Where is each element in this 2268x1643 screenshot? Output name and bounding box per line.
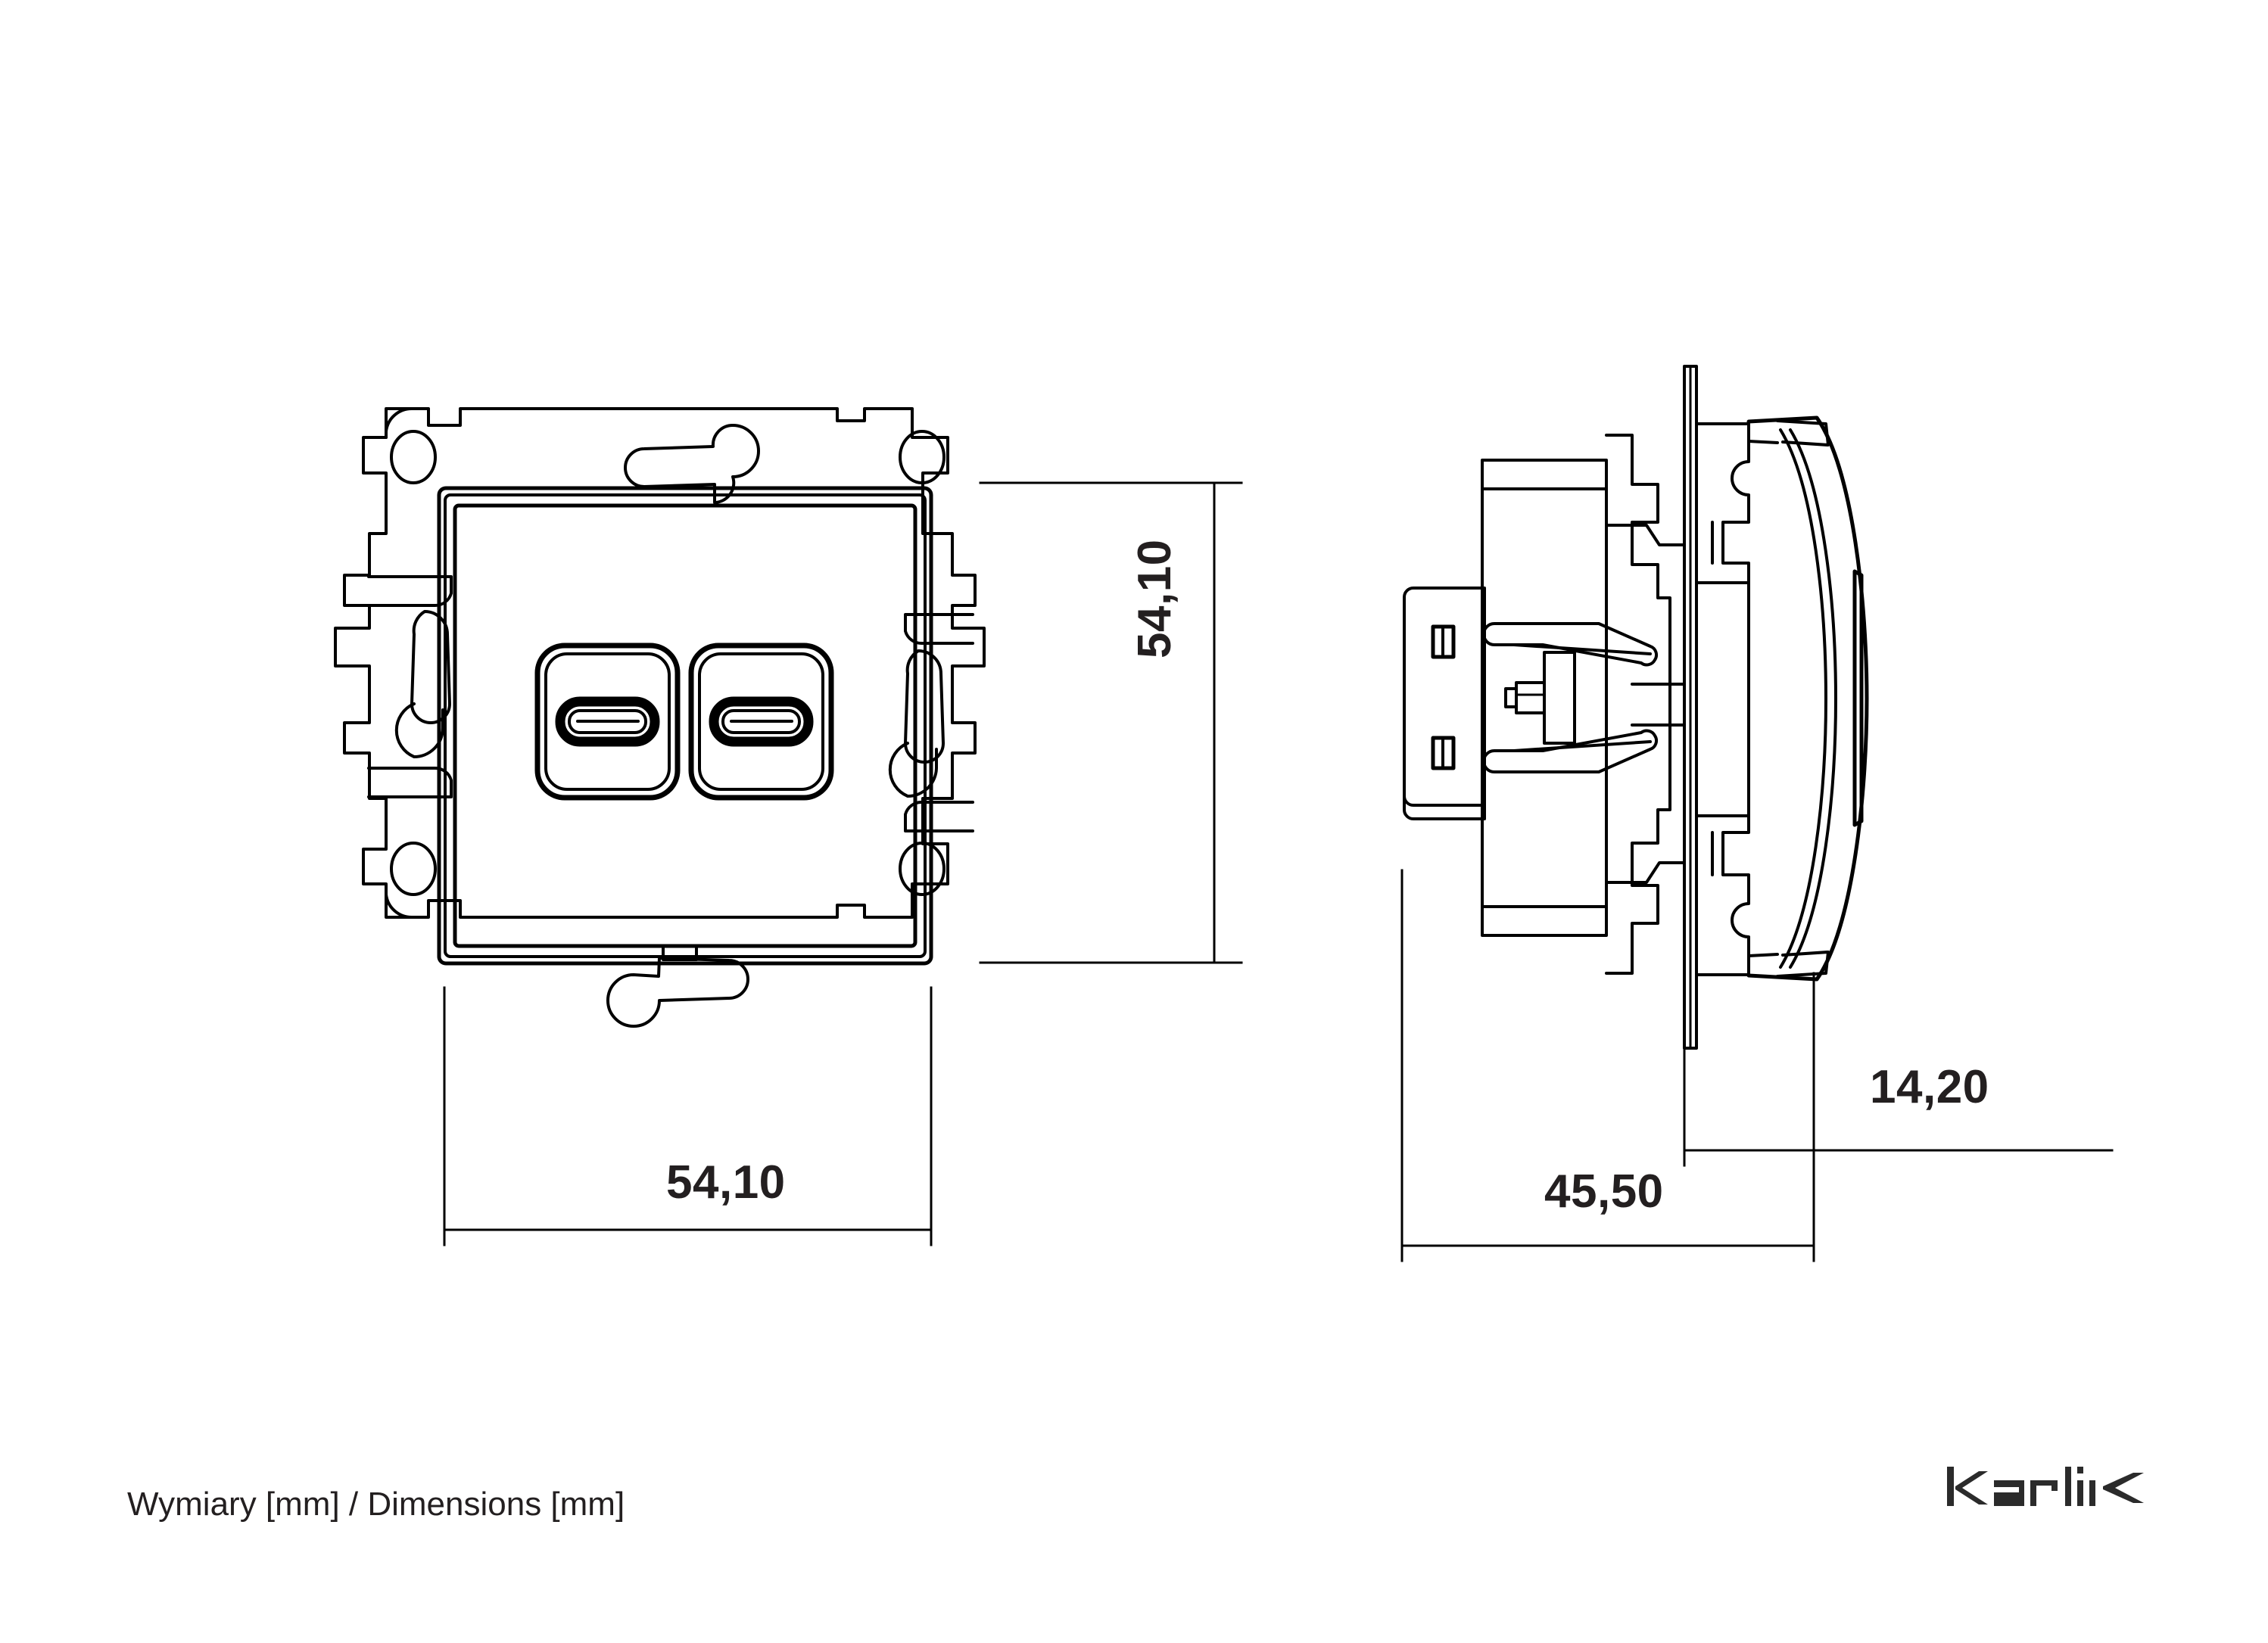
keyhole-slot-top (624, 423, 760, 504)
front-cover-profile (1746, 415, 1869, 982)
yoke-profile-side (1605, 434, 1671, 975)
cover-plate-nib (662, 944, 698, 961)
mounting-hole-bottom-right (899, 842, 946, 896)
front-cover-inner-curve-1 (1779, 428, 1827, 969)
karlik-brand-logo (1947, 1467, 2144, 1506)
usb-c-port-right (688, 643, 834, 801)
dimension-lines (443, 481, 2114, 1262)
cover-plate-outer (437, 486, 933, 966)
dimension-label-width: 54,10 (666, 1156, 786, 1209)
usb-c-right-housing-outer (688, 643, 834, 801)
usb-c-right-slot-outer (709, 696, 814, 747)
usb-c-right-slot-inner (721, 709, 801, 734)
yoke-profile-nose-lower (1605, 861, 1686, 884)
cover-plate-inner (453, 503, 917, 948)
front-cover-side-groove (1852, 569, 1864, 827)
terminal-block-rear-edge (1403, 795, 1486, 820)
usb-c-left-slot-outer (555, 696, 660, 747)
dimension-label-front-protrusion: 14,20 (1870, 1061, 1989, 1113)
claw-spring-upper (1482, 622, 1658, 667)
mounting-hole-top-right (899, 430, 946, 484)
usb-c-left-housing-outer (534, 643, 681, 801)
front-cover-lip-bottom (1776, 951, 1830, 978)
yoke-corner-top-left (385, 406, 413, 439)
claw-upper-detail (1513, 643, 1652, 655)
adjust-screw-tip (1504, 687, 1518, 708)
usb-c-left-slot-inner (568, 709, 647, 734)
front-cover-lip-top (1776, 419, 1830, 447)
yoke-profile-nose-upper (1605, 524, 1686, 546)
footer-units-note: Wymiary [mm] / Dimensions [mm] (127, 1486, 625, 1523)
side-view (1403, 365, 1869, 1050)
front-cover-edge-top (1747, 440, 1779, 444)
dimension-label-height: 54,10 (1129, 539, 1181, 658)
claw-spring-lower (1482, 729, 1658, 773)
front-view (334, 406, 986, 1028)
mounting-frame-outline (334, 407, 986, 919)
yoke-corner-bottom-left (385, 887, 413, 920)
yoke-tab-right-upper (904, 613, 974, 645)
dimension-label-depth: 45,50 (1544, 1165, 1664, 1218)
usb-c-left-housing-inner (544, 652, 671, 791)
cover-plate-mid (444, 493, 927, 958)
front-cover-inner-curve-2 (1789, 428, 1837, 969)
usb-c-port-left (534, 643, 681, 801)
support-frame-side (1695, 422, 1750, 976)
mechanism-body (1481, 459, 1608, 937)
claw-lower-detail (1513, 740, 1652, 752)
mounting-plate-profile (1683, 365, 1698, 1050)
mounting-hole-top-left (390, 430, 437, 484)
yoke-tab-right-lower (904, 801, 974, 832)
front-cover-edge-bottom (1747, 953, 1779, 957)
mounting-hole-bottom-left (390, 842, 437, 896)
keyhole-slot-bottom (606, 957, 749, 1028)
usb-c-right-housing-inner (698, 652, 824, 791)
